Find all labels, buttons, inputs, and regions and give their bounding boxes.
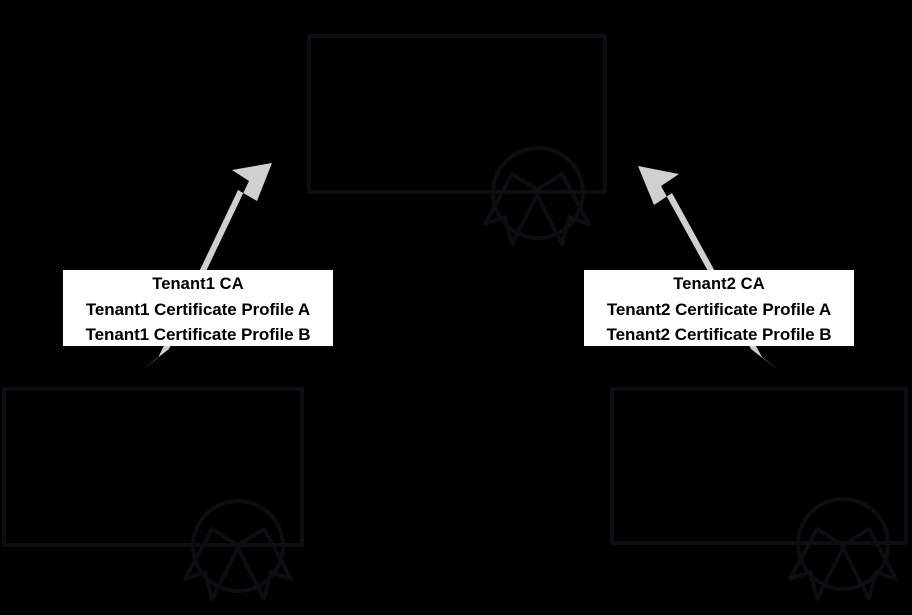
label-tenant2: Tenant2 CA Tenant2 Certificate Profile A… — [584, 270, 854, 346]
label-tenant2-line-1: Tenant2 CA — [673, 275, 765, 293]
label-tenant1: Tenant1 CA Tenant1 Certificate Profile A… — [63, 270, 333, 346]
certificate-icon-root — [307, 34, 607, 264]
certificate-icon-tenant1 — [2, 387, 307, 615]
label-tenant1-line-3: Tenant1 Certificate Profile B — [85, 325, 311, 344]
label-tenant1-line-2: Tenant1 Certificate Profile A — [85, 300, 311, 319]
label-tenant2-line-3: Tenant2 Certificate Profile B — [606, 325, 832, 344]
certificate-icon-tenant2 — [610, 387, 910, 615]
label-tenant1-line-1: Tenant1 CA — [152, 275, 244, 293]
label-tenant2-line-2: Tenant2 Certificate Profile A — [606, 300, 832, 319]
